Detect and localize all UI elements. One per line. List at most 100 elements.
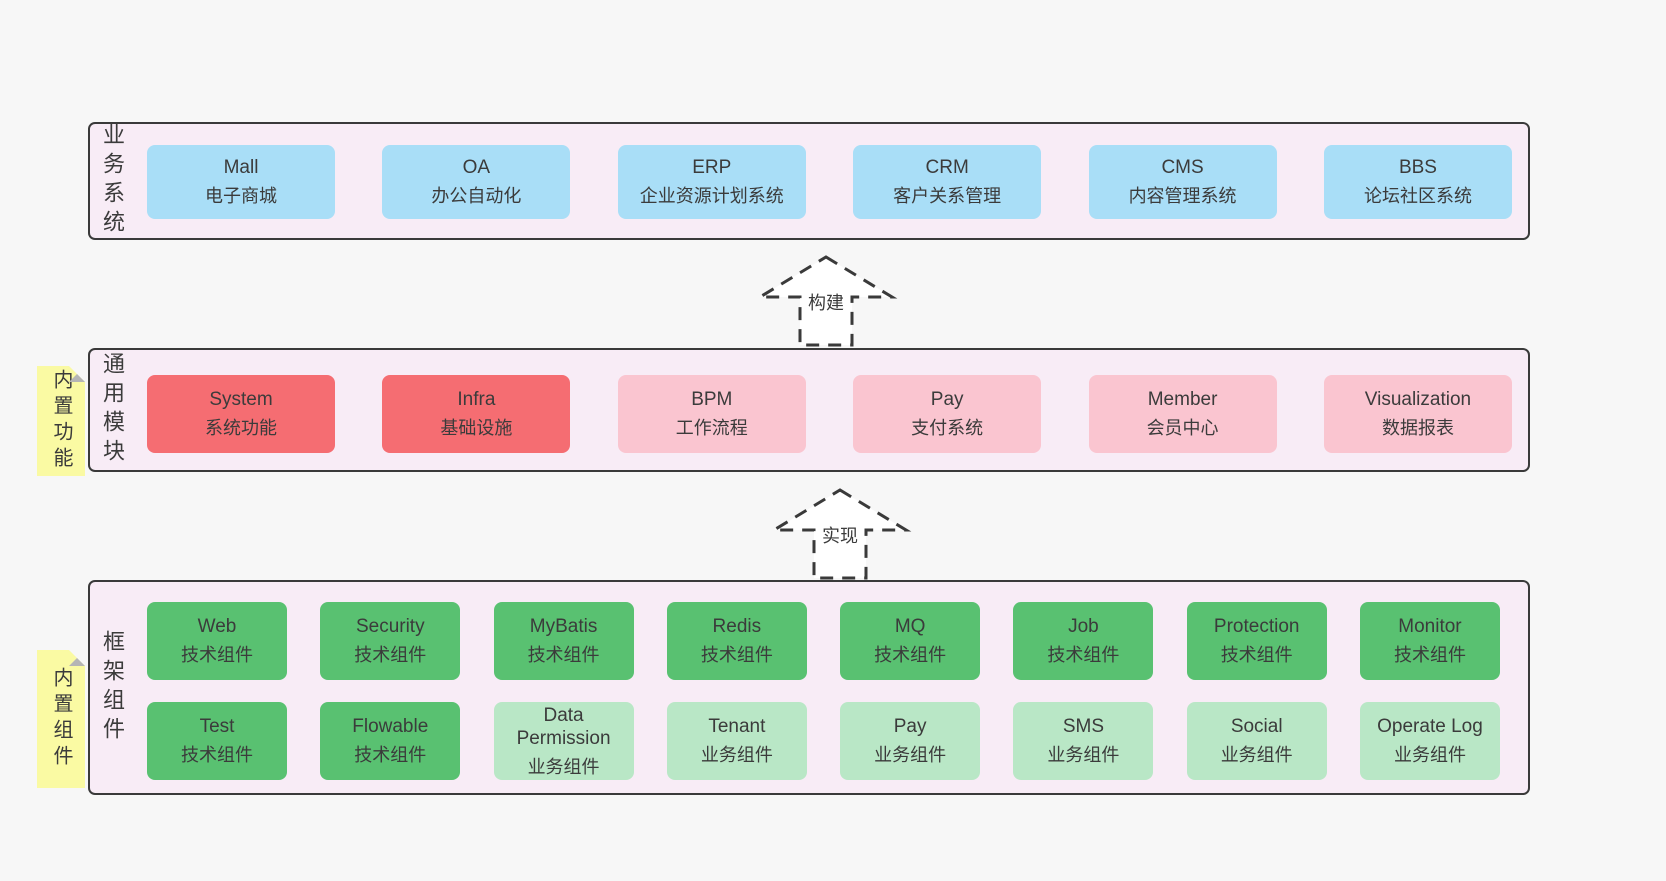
box-subtitle: 基础设施 [440,418,513,439]
box-title: Infra [457,389,496,411]
note-text: 内置组件 [50,667,72,771]
box-title: SMS [1062,716,1104,738]
box-title: Job [1068,616,1099,638]
box-subtitle: 业务组件 [527,757,600,777]
box-title: Tenant [708,716,766,738]
band-label-business-systems: 业务系统 [100,123,125,239]
box-subtitle: 技术组件 [1220,645,1293,666]
box-subtitle: 会员中心 [1146,418,1219,439]
box-oa: OA 办公自动化 [382,145,571,219]
box-title: Flowable [352,716,429,738]
box-bbs: BBS 论坛社区系统 [1323,145,1512,219]
box-mybatis: MyBatis 技术组件 [493,602,634,680]
implement-arrow: 实现 [765,487,915,582]
implement-arrow-label: 实现 [818,521,862,549]
box-subtitle: 客户关系管理 [893,186,1002,207]
band-framework-components: 框架组件 Web 技术组件 Security 技术组件 MyBatis 技术组件… [88,580,1530,795]
build-arrow-label: 构建 [804,288,848,316]
box-subtitle: 技术组件 [181,645,253,666]
box-title: Web [197,616,237,638]
box-title: MQ [894,616,926,638]
box-title: Security [355,616,425,638]
box-job: Job 技术组件 [1013,602,1154,680]
box-infra: Infra 基础设施 [382,375,571,453]
box-title: BPM [691,389,733,411]
box-title: Visualization [1364,389,1472,411]
box-subtitle: 技术组件 [700,645,773,666]
box-subtitle: 系统功能 [205,418,277,439]
box-subtitle: 技术组件 [527,645,600,666]
box-pay-business: Pay 业务组件 [840,702,981,780]
box-title: MyBatis [529,616,598,638]
box-subtitle: 技术组件 [1393,645,1466,666]
box-visualization: Visualization 数据报表 [1323,375,1512,453]
box-social: Social 业务组件 [1186,702,1327,780]
box-web: Web 技术组件 [147,602,287,680]
box-subtitle: 电子商城 [205,186,277,207]
box-title: Mall [223,157,259,179]
box-title: Operate Log [1377,716,1483,738]
band-label-framework-components: 框架组件 [100,629,125,746]
box-subtitle: 内容管理系统 [1128,186,1237,207]
box-title: Data Permission [516,704,611,750]
box-title: Member [1147,389,1218,411]
box-tenant: Tenant 业务组件 [666,702,807,780]
box-title: Monitor [1398,616,1462,638]
box-subtitle: 支付系统 [911,418,984,439]
box-title: Pay [930,389,964,411]
note-text: 内置功能 [50,369,72,473]
box-subtitle: 技术组件 [1047,645,1120,666]
band-business-systems: 业务系统 Mall 电子商城 OA 办公自动化 ERP 企业资源计划系统 CRM… [88,122,1530,240]
box-subtitle: 技术组件 [874,645,947,666]
band-common-modules: 通用模块 System 系统功能 Infra 基础设施 BPM 工作流程 Pay… [88,348,1530,472]
box-redis: Redis 技术组件 [666,602,807,680]
box-system: System 系统功能 [147,375,335,453]
box-title: Test [199,716,235,738]
box-cms: CMS 内容管理系统 [1088,145,1277,219]
box-subtitle: 业务组件 [1393,745,1466,766]
box-subtitle: 技术组件 [181,745,253,766]
framework-components-row-2: Test 技术组件 Flowable 技术组件 Data Permission … [147,702,1500,780]
box-subtitle: 业务组件 [1047,745,1120,766]
box-pay: Pay 支付系统 [853,375,1042,453]
box-sms: SMS 业务组件 [1013,702,1154,780]
note-built-in-components: 内置组件 [37,650,85,788]
box-subtitle: 技术组件 [354,745,427,766]
box-security: Security 技术组件 [320,602,461,680]
box-mq: MQ 技术组件 [840,602,981,680]
framework-components-row-1: Web 技术组件 Security 技术组件 MyBatis 技术组件 Redi… [147,602,1500,680]
note-built-in-features: 内置功能 [37,366,85,476]
box-monitor: Monitor 技术组件 [1359,602,1500,680]
box-subtitle: 数据报表 [1381,418,1454,439]
box-subtitle: 业务组件 [874,745,947,766]
box-mall: Mall 电子商城 [147,145,335,219]
box-title: CMS [1161,157,1204,179]
box-title: Social [1230,716,1283,738]
box-member: Member 会员中心 [1088,375,1277,453]
box-title: Protection [1213,616,1300,638]
box-data-permission: Data Permission 业务组件 [493,702,634,780]
box-test: Test 技术组件 [147,702,287,780]
box-title: Redis [712,616,762,638]
box-title: CRM [925,157,969,179]
box-title: System [209,389,273,411]
box-subtitle: 工作流程 [675,418,748,439]
box-subtitle: 企业资源计划系统 [639,186,784,207]
box-title: OA [462,157,491,179]
build-arrow: 构建 [751,254,901,349]
box-title: Pay [893,716,927,738]
box-subtitle: 论坛社区系统 [1363,186,1472,207]
box-flowable: Flowable 技术组件 [320,702,461,780]
box-title: BBS [1398,157,1437,179]
box-subtitle: 业务组件 [700,745,773,766]
business-systems-row: Mall 电子商城 OA 办公自动化 ERP 企业资源计划系统 CRM 客户关系… [147,145,1512,219]
box-protection: Protection 技术组件 [1186,602,1327,680]
box-operate-log: Operate Log 业务组件 [1359,702,1500,780]
box-crm: CRM 客户关系管理 [853,145,1042,219]
box-subtitle: 业务组件 [1220,745,1293,766]
box-subtitle: 办公自动化 [431,186,522,207]
common-modules-row: System 系统功能 Infra 基础设施 BPM 工作流程 Pay 支付系统… [147,375,1512,453]
box-bpm: BPM 工作流程 [617,375,806,453]
band-label-common-modules: 通用模块 [100,352,125,468]
box-erp: ERP 企业资源计划系统 [617,145,806,219]
